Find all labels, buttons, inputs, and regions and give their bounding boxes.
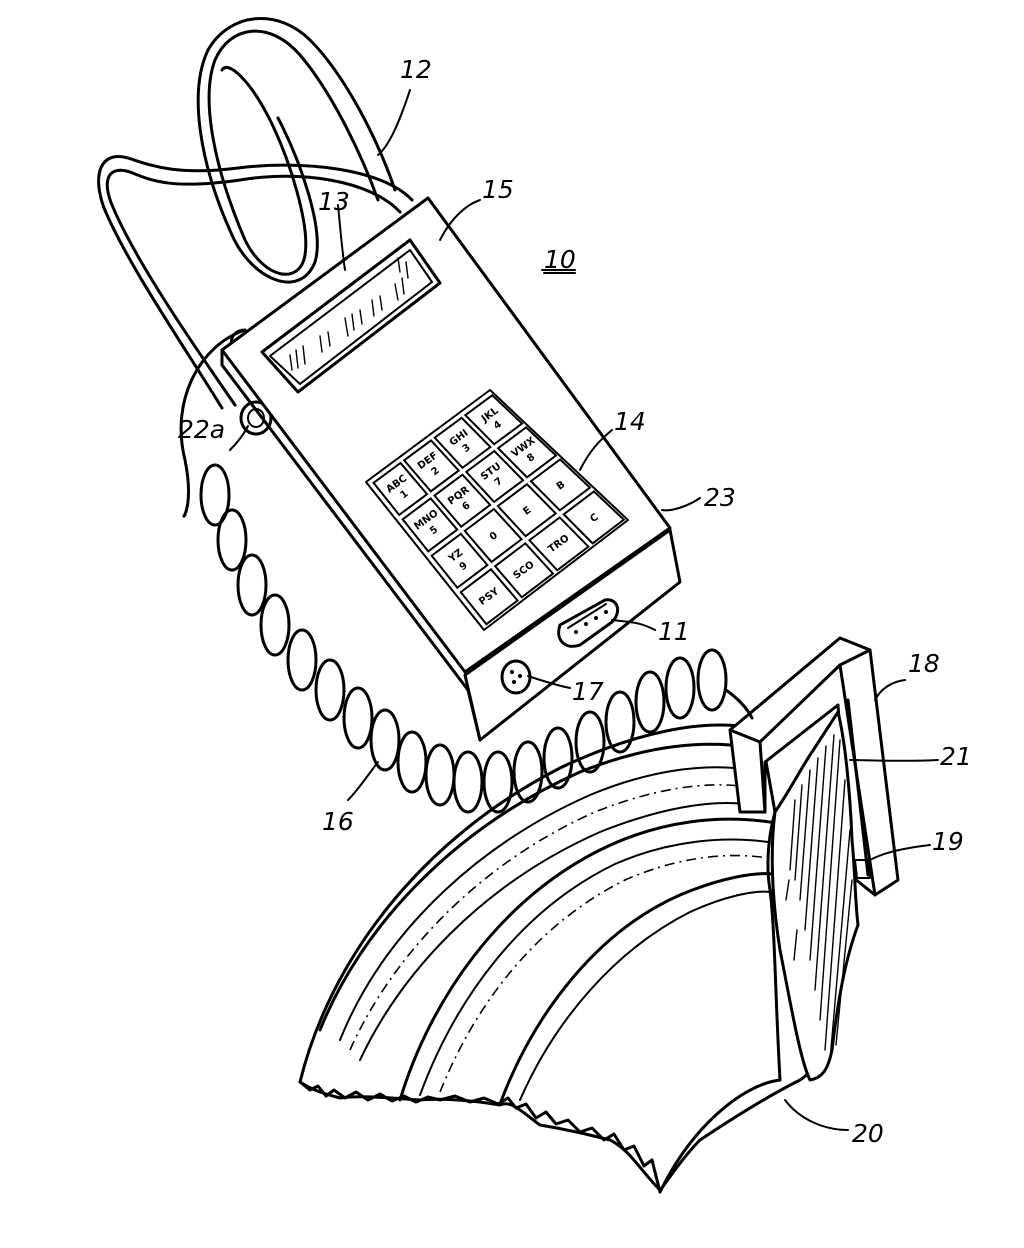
label-23: 23	[704, 483, 736, 512]
label-12: 12	[400, 55, 432, 84]
label-18: 18	[908, 649, 940, 678]
label-19: 19	[932, 827, 964, 856]
device-housing: ABC1DEF2GHI3JKL4MNO5PQR6STU7VWX8YZ90EBPS…	[222, 198, 680, 740]
label-14: 14	[614, 407, 646, 436]
label-15: 15	[482, 175, 514, 204]
label-13: 13	[318, 187, 350, 216]
label-10: 10	[544, 245, 576, 274]
label-20: 20	[852, 1119, 884, 1148]
label-16: 16	[322, 807, 354, 836]
label-17: 17	[572, 677, 604, 706]
label-21: 21	[940, 742, 972, 771]
label-22a: 22a	[178, 415, 225, 444]
label-11: 11	[658, 617, 690, 646]
